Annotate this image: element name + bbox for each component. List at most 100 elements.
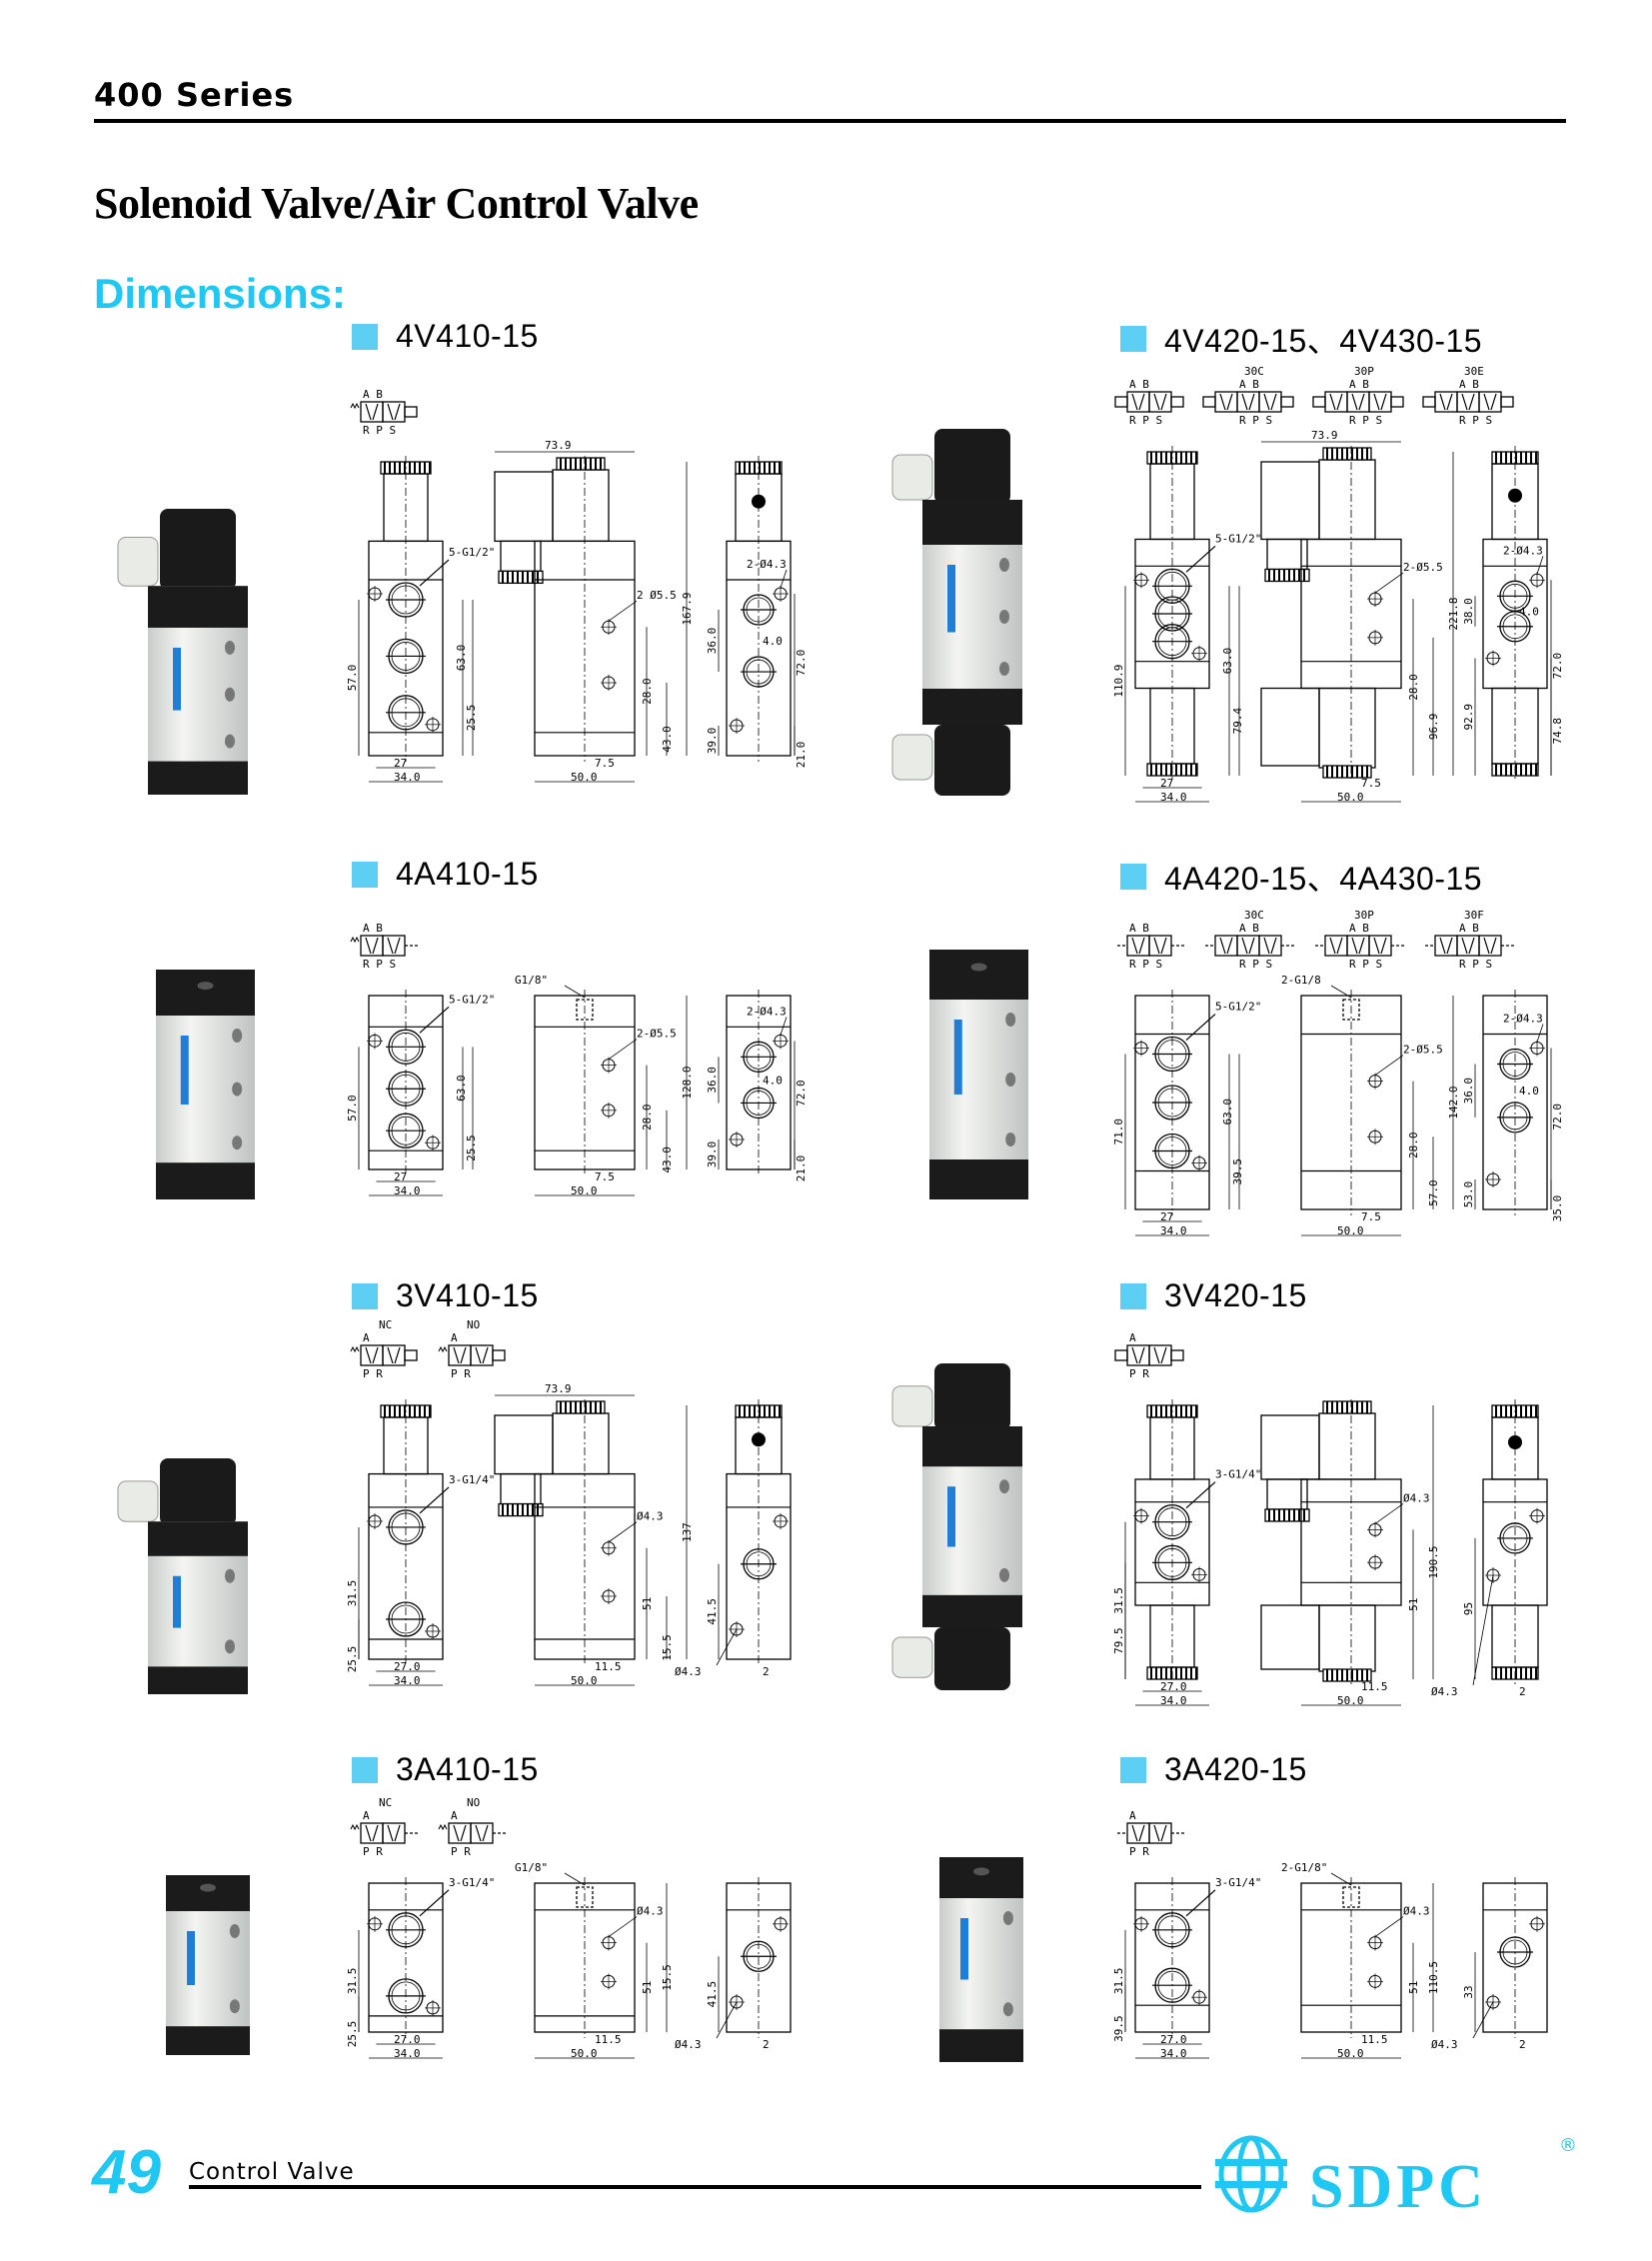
hole-spec-label: Ø4.3 <box>675 1665 702 1678</box>
drawing-line <box>365 1824 372 1842</box>
logo-bar <box>1215 2181 1287 2188</box>
drawing-line <box>1131 1824 1138 1842</box>
symbol-box <box>1126 1344 1150 1366</box>
brand-label <box>187 1931 195 1985</box>
drawing-line <box>1461 937 1468 955</box>
drawing-line <box>1490 393 1497 411</box>
coil-cap-icon <box>498 570 544 585</box>
connector-plug <box>891 1636 933 1678</box>
brand-label <box>173 647 181 711</box>
pilot-port-icon <box>576 1886 594 1908</box>
dimension-label: 2 <box>1519 2038 1526 2051</box>
dimension-label: 11.5 <box>1361 1680 1388 1693</box>
spring-icon <box>438 1823 448 1831</box>
dimension-label: 190.5 <box>1427 1545 1440 1578</box>
spring-icon <box>350 402 360 410</box>
product-photo-4v420 <box>891 429 1022 796</box>
drawing-line <box>1373 937 1380 955</box>
dimension-label: 28.0 <box>1407 674 1420 701</box>
brand-label <box>947 1486 955 1547</box>
symbol-box <box>448 1344 472 1366</box>
dimension-label: 51 <box>1407 1981 1420 1994</box>
symbol-port-label: P R <box>363 1367 383 1380</box>
hole-spec-label: 2-G1/8" <box>1281 1861 1327 1874</box>
symbol-label: 30F <box>1464 909 1484 922</box>
port-hole <box>999 1479 1009 1494</box>
drawing-line <box>1160 1346 1167 1364</box>
coil-cap-icon <box>1264 568 1310 583</box>
dimension-label: 36.0 <box>706 628 719 655</box>
dimension-label: 34.0 <box>394 2047 421 2060</box>
dimension-label: 31.5 <box>346 1580 359 1607</box>
drawing-line <box>1241 937 1248 955</box>
screw-icon <box>752 1432 766 1447</box>
drawing-line <box>1374 1055 1404 1076</box>
spring-icon <box>350 936 360 944</box>
port-hole <box>1002 1911 1013 1925</box>
symbol-box <box>1126 391 1150 413</box>
symbol-port-label: A B <box>1459 922 1479 935</box>
drawing-line <box>1351 393 1358 411</box>
port-hole <box>225 640 235 655</box>
dimension-label: 4.0 <box>763 1074 783 1087</box>
drawing-line <box>1536 1024 1544 1043</box>
drawing-line <box>608 600 638 622</box>
hole-spec-label: Ø4.3 <box>1403 1491 1430 1504</box>
footer-rule <box>189 2185 1201 2189</box>
drawing-line <box>780 569 788 589</box>
dimension-label: 50.0 <box>571 2047 598 2060</box>
coil-outline <box>1318 459 1376 541</box>
solenoid-actuator-icon <box>1390 396 1404 408</box>
dimension-label: 96.9 <box>1427 714 1440 741</box>
drawing-line <box>365 1346 372 1364</box>
drawing-line <box>1160 1824 1167 1842</box>
hole-spec-label: 2-G1/8 <box>1281 974 1321 987</box>
drawing-line <box>1329 393 1336 411</box>
symbol-box <box>1126 1822 1150 1844</box>
drawing-line <box>387 1346 394 1364</box>
pilot-port <box>200 1883 216 1892</box>
symbol-box <box>470 1344 494 1366</box>
end-view: Ø4.341.52 <box>675 1399 792 1678</box>
dimension-label: 110.5 <box>1427 1961 1440 1994</box>
dimension-drawing-4a410: A BR P S5-G1/2"63.025.557.02734.0G1/8"2-… <box>346 922 808 1197</box>
section-title: 4A410-15 <box>396 856 539 892</box>
drawing-line <box>1153 937 1160 955</box>
dimension-label: 50.0 <box>571 1184 598 1197</box>
dimension-label: 34.0 <box>1160 1224 1187 1237</box>
symbol-box <box>1456 935 1480 957</box>
connector-outline <box>1260 461 1320 541</box>
section-header: 4V410-15 <box>352 318 539 355</box>
dimension-label: 34.0 <box>1160 1694 1187 1707</box>
footer-label: Control Valve <box>189 2159 355 2185</box>
symbol-port-label: P R <box>1129 1845 1149 1858</box>
symbol-port-label: R P S <box>1239 414 1272 427</box>
symbol-port-label: R P S <box>1129 958 1162 971</box>
section-header: 4A410-15 <box>352 856 539 893</box>
dimension-label: 21.0 <box>795 742 808 769</box>
section-header: 4V420-15、4V430-15 <box>1120 316 1482 362</box>
solenoid-actuator-icon <box>1202 396 1216 408</box>
drawing-line <box>394 403 401 421</box>
symbol-port-label: A B <box>1349 378 1369 391</box>
drawing-line <box>1131 393 1138 411</box>
drawing-line <box>1138 1346 1145 1364</box>
dimension-label: 41.5 <box>706 1981 719 2008</box>
drawing-line <box>1439 393 1446 411</box>
drawing-line <box>365 937 372 955</box>
end-view: 2-Ø4.372.074.838.092.94.0 <box>1462 446 1564 782</box>
solenoid-actuator-icon <box>1170 1349 1184 1361</box>
solenoid-coil <box>934 1363 1010 1430</box>
dimension-label: 7.5 <box>595 757 615 770</box>
dimension-label: 137 <box>681 1522 694 1542</box>
header-rule <box>94 119 1566 123</box>
hole-spec-label: G1/8" <box>515 974 548 987</box>
symbol-box <box>1148 1344 1172 1366</box>
